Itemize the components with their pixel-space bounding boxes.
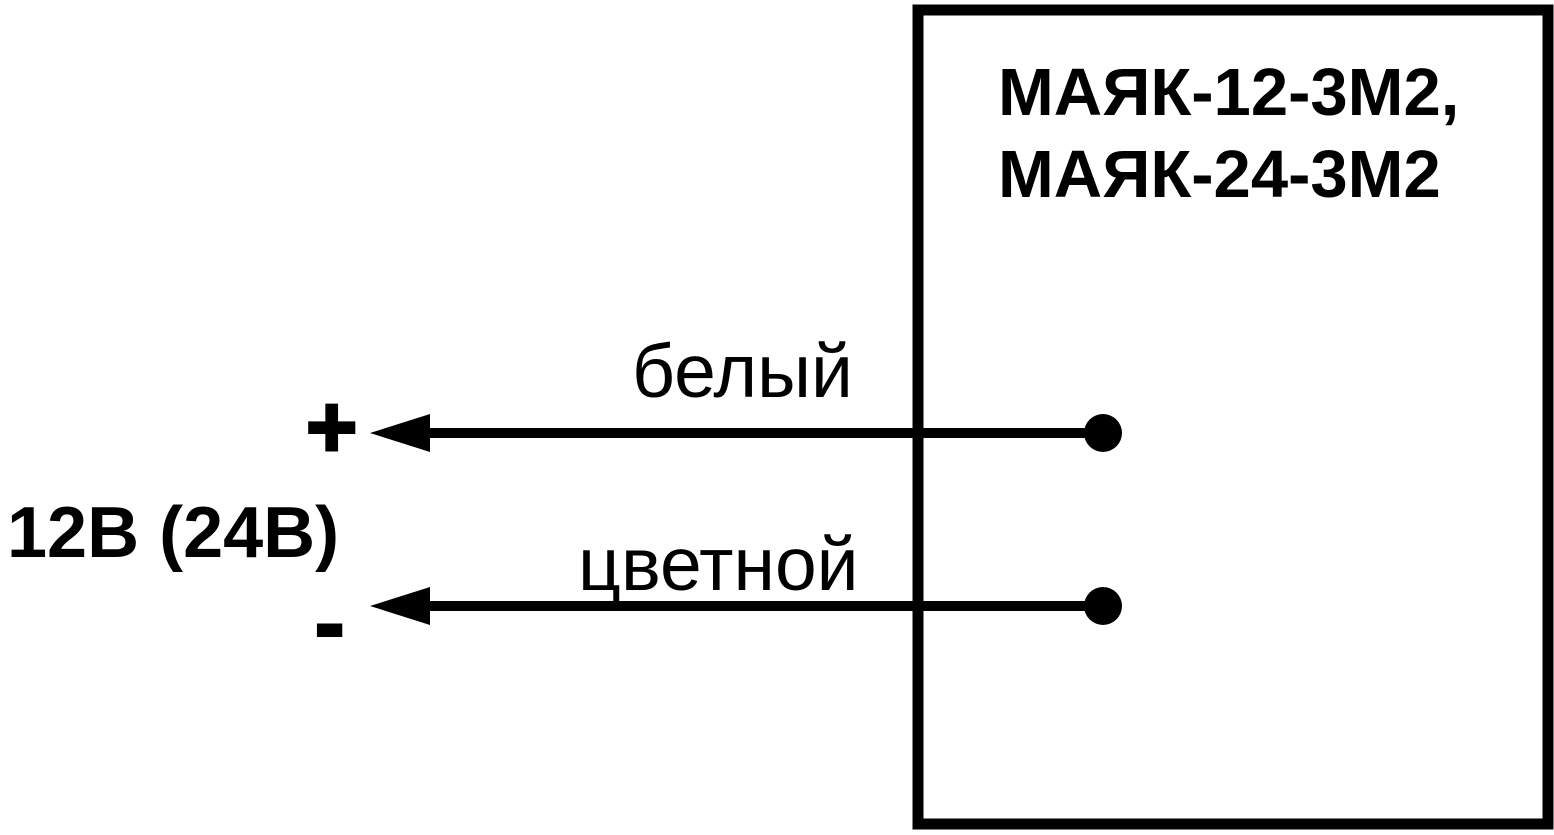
polarity-minus-symbol: - xyxy=(315,573,344,672)
wire-white-label: белый xyxy=(632,329,853,413)
wire-white-arrowhead xyxy=(370,414,430,452)
polarity-plus-symbol: + xyxy=(306,377,357,476)
wire-white-terminal-dot xyxy=(1084,414,1122,452)
wire-colored-label: цветной xyxy=(578,522,859,606)
device-title-line1: МАЯК-12-3М2, xyxy=(998,55,1459,130)
power-source-label: 12В (24В) xyxy=(7,493,339,573)
wire-colored-terminal-dot xyxy=(1084,587,1122,625)
device-title-line2: МАЯК-24-3М2 xyxy=(998,137,1441,212)
device-box xyxy=(912,4,1554,830)
wire-colored-arrowhead xyxy=(370,587,430,625)
